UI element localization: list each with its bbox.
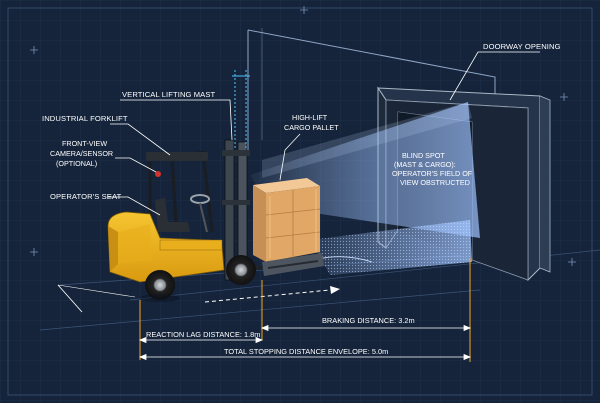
crosshair-marks — [30, 6, 576, 266]
camera-sensor — [155, 171, 161, 177]
blind-spot-label-line4: VIEW OBSTRUCTED — [400, 178, 470, 187]
camera-leader — [115, 157, 157, 173]
doorway-leader — [449, 51, 540, 101]
reaction-distance-label: REACTION LAG DISTANCE: 1.8m — [146, 330, 260, 339]
mast-crossbar — [222, 150, 250, 156]
travel-arrow — [57, 284, 340, 313]
mast-left-rail — [224, 139, 235, 281]
seat-leader — [108, 196, 161, 216]
total-distance-label: TOTAL STOPPING DISTANCE ENVELOPE: 5.0m — [224, 347, 388, 356]
forklift-label: INDUSTRIAL FORKLIFT — [42, 114, 128, 123]
leader-lines — [108, 51, 540, 216]
camera-label-line1: FRONT-VIEW — [62, 139, 107, 148]
blind-spot-label-line1: BLIND SPOT — [402, 151, 445, 160]
pallet-label-line2: CARGO PALLET — [284, 123, 339, 132]
braking-distance-label: BRAKING DISTANCE: 3.2m — [322, 316, 415, 325]
mast-height-marker — [232, 70, 250, 150]
annotation-labels: DOORWAY OPENING VERTICAL LIFTING MAST IN… — [42, 42, 561, 356]
cargo-pallet — [253, 178, 324, 276]
dimension-lines — [138, 258, 472, 362]
rear-wheel — [145, 270, 175, 300]
pallet-leader — [279, 133, 301, 181]
camera-label-line3: (OPTIONAL) — [56, 159, 97, 168]
camera-label-line2: CAMERA/SENSOR — [50, 149, 113, 158]
blind-spot-label-line3: OPERATOR'S FIELD OF — [392, 169, 473, 178]
seat-label: OPERATOR'S SEAT — [50, 192, 122, 201]
forklift — [107, 139, 324, 302]
cab-roof — [146, 152, 208, 161]
operator-seat — [155, 198, 190, 232]
mast-label: VERTICAL LIFTING MAST — [122, 90, 216, 99]
doorway-label: DOORWAY OPENING — [483, 42, 561, 51]
frame-border — [7, 7, 593, 396]
pallet-label-line1: HIGH-LIFT — [292, 113, 328, 122]
blind-spot-label-line2: (MAST & CARGO): — [394, 160, 456, 169]
forklift-leader — [110, 123, 171, 156]
front-wheel — [226, 255, 256, 285]
mast-leader — [120, 99, 233, 141]
